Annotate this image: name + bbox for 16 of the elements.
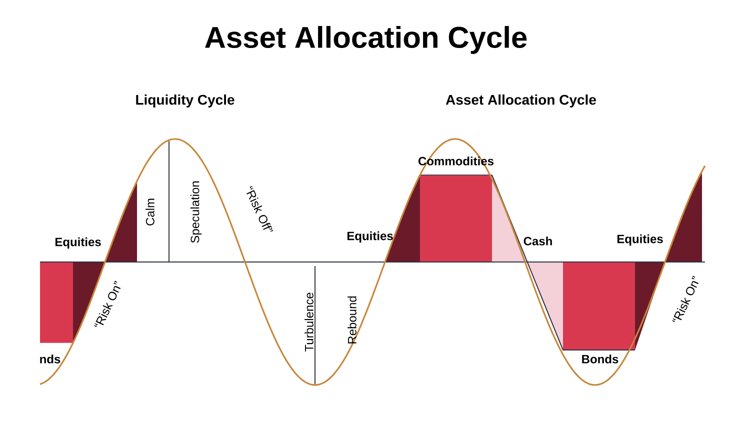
asset-label: Equities <box>55 237 101 249</box>
asset-label: Equities <box>347 231 393 243</box>
title: Asset Allocation Cycle <box>205 26 527 54</box>
section-heading: Liquidity Cycle <box>136 94 234 108</box>
phase-label: “Risk Off” <box>246 186 274 232</box>
phase-label: Turbulence <box>304 292 314 352</box>
asset-label: nds <box>40 354 60 364</box>
asset-label: Equities <box>617 234 663 246</box>
phase-label: “Risk On” <box>94 280 121 328</box>
asset-label: Bonds <box>582 354 618 364</box>
phase-label: Rebound <box>348 296 356 344</box>
asset-label: Cash <box>524 236 552 246</box>
section-heading: Asset Allocation Cycle <box>446 94 596 108</box>
phase-label: Speculation <box>190 181 202 243</box>
phase-label: “Risk On” <box>672 276 699 322</box>
phase-label: Calm <box>146 198 154 226</box>
